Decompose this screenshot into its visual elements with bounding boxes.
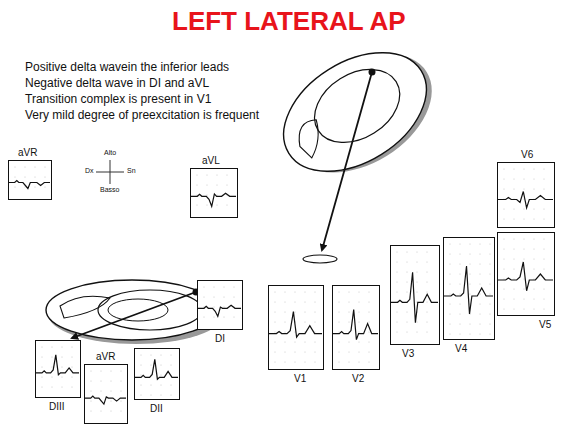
lead-label: V3 — [401, 348, 415, 359]
ecg-trace — [85, 365, 126, 422]
lead-label: V2 — [351, 373, 365, 384]
ecg-trace — [36, 341, 79, 396]
lead-label: V1 — [293, 373, 307, 384]
axis-label: Alto — [104, 149, 116, 156]
axis-label: Sn — [127, 167, 136, 174]
ecg-trace — [269, 286, 322, 368]
lead-label: V4 — [454, 343, 468, 354]
lead-label: V6 — [520, 149, 534, 160]
lead-label: DI — [214, 333, 226, 344]
ecg-lead-box: aVR — [84, 364, 128, 424]
ecg-trace — [498, 163, 553, 226]
ecg-trace — [444, 238, 493, 338]
lead-label: V5 — [538, 319, 552, 330]
ecg-trace — [498, 233, 553, 314]
lead-label: aVR — [17, 147, 38, 158]
ecg-lead-box: aVR — [8, 160, 52, 200]
ecg-trace — [198, 281, 241, 328]
ecg-trace — [135, 349, 178, 398]
ecg-lead-box: DIII — [35, 340, 81, 398]
note-text: Transition complex is present in V1 — [25, 92, 211, 106]
ecg-trace — [9, 161, 50, 198]
note-text: Very mild degree of preexcitation is fre… — [25, 108, 259, 122]
ecg-trace — [191, 169, 236, 216]
lead-label: DII — [149, 403, 164, 414]
ecg-lead-box: DI — [197, 280, 243, 330]
ecg-lead-box: V2 — [332, 285, 380, 370]
note-text: Negative delta wave in DI and aVL — [25, 76, 209, 90]
ecg-lead-box: aVL — [190, 168, 238, 218]
lead-label: aVR — [95, 351, 116, 362]
ecg-trace — [391, 246, 438, 343]
ecg-lead-box: V6 — [497, 162, 555, 228]
lead-label: DIII — [48, 401, 66, 412]
heart-frontal-right — [262, 26, 453, 263]
note-text: Positive delta wavein the inferior leads — [25, 60, 229, 74]
ecg-lead-box: V3 — [390, 245, 440, 345]
ecg-trace — [333, 286, 378, 368]
axis-label: Basso — [100, 186, 119, 193]
ecg-lead-box: V5 — [497, 232, 555, 316]
ecg-lead-box: V1 — [268, 285, 324, 370]
axis-cross — [96, 160, 124, 184]
title: LEFT LATERAL AP — [172, 6, 406, 37]
lead-label: aVL — [201, 155, 221, 166]
ecg-lead-box: DII — [134, 348, 180, 400]
ecg-lead-box: V4 — [443, 237, 495, 340]
axis-label: Dx — [85, 167, 94, 174]
